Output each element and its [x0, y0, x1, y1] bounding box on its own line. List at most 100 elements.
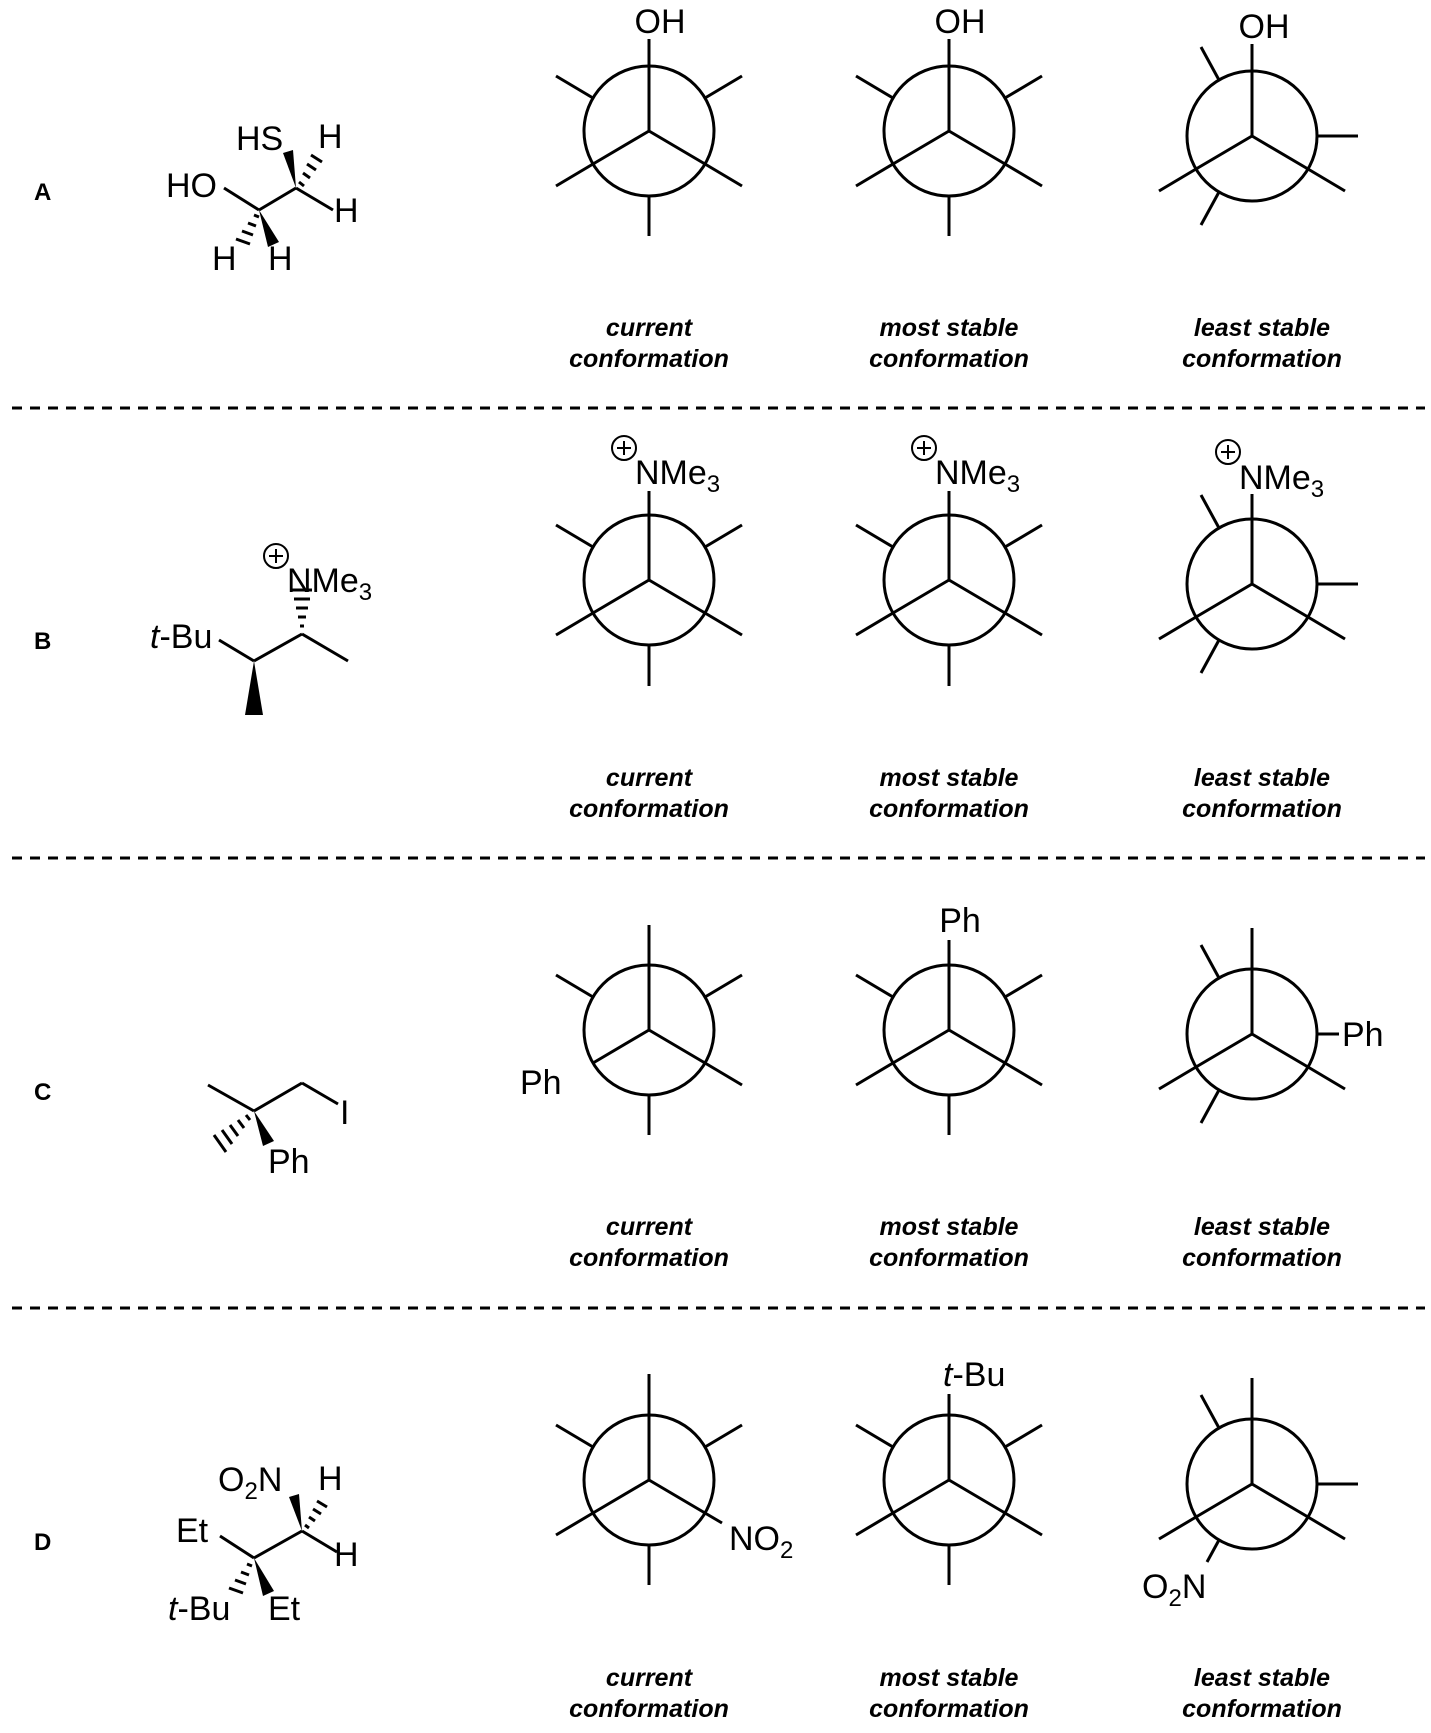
front-bond: [948, 578, 1006, 615]
front-bond-ext: [555, 1511, 594, 1537]
back-bond: [1199, 494, 1221, 529]
caption-least-stable: least stable: [1194, 314, 1330, 342]
wedge-bond: [254, 1111, 274, 1146]
front-bond: [1251, 1032, 1309, 1069]
plus-charge: [263, 543, 289, 569]
front-bond-ext: [1307, 1065, 1346, 1091]
front-bond-ext: [1004, 1511, 1043, 1537]
caption-conformation: conformation: [869, 1695, 1029, 1723]
bond: [301, 632, 349, 663]
back-bond: [555, 523, 594, 549]
substituent-tbu: t-Bu: [943, 1356, 1005, 1394]
plus-charge: [911, 435, 937, 461]
back-bond: [855, 1423, 894, 1449]
front-bond: [592, 1028, 650, 1065]
back-bond: [855, 523, 894, 549]
front-bond-ext: [555, 611, 594, 637]
newman-least-d: O2N: [1142, 1378, 1358, 1612]
substituent-ph: Ph: [520, 1064, 562, 1102]
molecule-d: O2N H Et H t-Bu Et: [168, 1460, 359, 1628]
bond: [223, 186, 260, 212]
molecule-b: NMe3 t-Bu: [150, 543, 372, 715]
front-bond: [648, 578, 706, 615]
front-bond-ext: [1004, 611, 1043, 637]
front-bond-ext: [1004, 1061, 1043, 1087]
captions-c: current conformation most stable conform…: [569, 1213, 1342, 1272]
substituent-oh: OH: [635, 3, 686, 41]
hash-bond: [235, 213, 260, 246]
bond: [301, 1081, 339, 1106]
front-bond: [592, 578, 650, 615]
caption-least-stable: least stable: [1194, 1213, 1330, 1241]
plus-charge: [611, 435, 637, 461]
wedge-bond: [254, 1558, 274, 1596]
caption-conformation: conformation: [569, 795, 729, 823]
back-bond: [1205, 1539, 1221, 1563]
molecule-c: I Ph: [207, 1081, 349, 1181]
newman-most-b: NMe3: [855, 435, 1043, 686]
bond: [219, 1534, 255, 1560]
front-bond-ext: [704, 162, 743, 188]
substituent-no2: NO2: [729, 1520, 793, 1564]
front-bond-ext: [704, 611, 743, 637]
newman-current-d: NO2: [555, 1374, 793, 1585]
back-bond: [1004, 973, 1043, 999]
back-bond: [1004, 74, 1043, 100]
caption-most-stable: most stable: [880, 1664, 1019, 1692]
substituent-o2n: O2N: [1142, 1568, 1206, 1612]
atom-label-i: I: [340, 1094, 349, 1132]
caption-most-stable: most stable: [880, 1213, 1019, 1241]
hash-bond: [298, 153, 323, 188]
captions-d: current conformation most stable conform…: [569, 1664, 1342, 1723]
front-bond: [1251, 582, 1309, 619]
caption-most-stable: most stable: [880, 764, 1019, 792]
substituent-oh: OH: [1239, 8, 1290, 46]
caption-conformation: conformation: [1182, 345, 1342, 373]
back-bond: [704, 523, 743, 549]
newman-current-b: NMe3: [555, 435, 743, 686]
caption-conformation: conformation: [869, 345, 1029, 373]
substituent-ph: Ph: [1342, 1016, 1384, 1054]
caption-current: current: [606, 764, 694, 792]
row-label-b: B: [34, 628, 51, 655]
front-bond: [892, 129, 950, 166]
front-bond: [948, 1478, 1006, 1515]
bond: [253, 1081, 303, 1113]
atom-label-hs: HS: [236, 120, 283, 158]
bond: [258, 186, 297, 212]
row-d: D O2N H Et H t-Bu Et: [34, 1356, 1358, 1723]
substituent-ph: Ph: [939, 902, 981, 940]
front-bond-ext: [704, 1061, 743, 1087]
back-bond: [1199, 639, 1221, 674]
row-c: C I Ph Ph: [34, 902, 1384, 1272]
front-bond: [892, 1028, 950, 1065]
caption-conformation: conformation: [569, 1695, 729, 1723]
bond: [207, 1083, 255, 1113]
caption-least-stable: least stable: [1194, 1664, 1330, 1692]
front-bond: [892, 1478, 950, 1515]
bond: [295, 186, 334, 212]
front-bond-ext: [1158, 1065, 1197, 1091]
group-tbu: t-Bu: [168, 1590, 230, 1628]
plus-charge: [1215, 439, 1241, 465]
back-bond: [704, 973, 743, 999]
front-bond-ext: [855, 162, 894, 188]
atom-label-h: H: [212, 240, 237, 278]
bond: [218, 638, 255, 663]
caption-conformation: conformation: [1182, 1695, 1342, 1723]
row-a: A HS H HO H H H: [34, 3, 1358, 373]
caption-conformation: conformation: [569, 345, 729, 373]
front-bond: [1195, 582, 1253, 619]
front-bond-ext: [1158, 615, 1197, 641]
back-bond: [555, 1423, 594, 1449]
caption-conformation: conformation: [569, 1244, 729, 1272]
front-bond: [1195, 134, 1253, 171]
back-bond: [1004, 523, 1043, 549]
front-bond-ext: [1158, 1515, 1197, 1541]
bond: [301, 1529, 338, 1554]
front-bond: [948, 1028, 1006, 1065]
front-bond-ext: [1158, 167, 1197, 193]
atom-label-h: H: [334, 192, 359, 230]
newman-most-a: OH: [855, 3, 1043, 236]
atom-label-h: H: [334, 1536, 359, 1574]
